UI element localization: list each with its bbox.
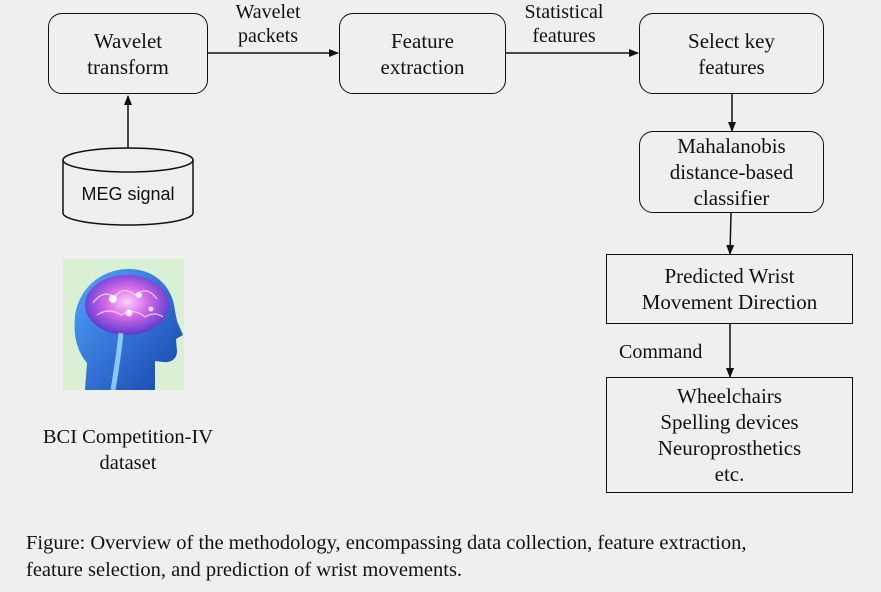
predicted-direction-node: Predicted Wrist Movement Direction [606, 254, 853, 324]
application-neuroprosthetics: Neuroprosthetics [657, 436, 802, 460]
applications-node: Wheelchairs Spelling devices Neuroprosth… [606, 377, 853, 493]
feature-extraction-line-1: Feature [391, 28, 454, 53]
dataset-label: BCI Competition-IV dataset [18, 424, 238, 476]
classifier-line-3: classifier [693, 186, 770, 210]
brain-head-image [63, 259, 184, 391]
statistical-features-line-2: features [532, 25, 596, 47]
command-label: Command [619, 341, 703, 363]
classifier-line-2: distance-based [669, 160, 794, 184]
select-key-features-line-1: Select key [688, 28, 775, 53]
classifier-line-1: Mahalanobis [677, 134, 786, 158]
predicted-line-2: Movement Direction [641, 290, 818, 314]
predicted-line-1: Predicted Wrist [664, 264, 795, 288]
application-etc: etc. [714, 462, 745, 486]
statistical-features-line-1: Statistical [524, 1, 604, 23]
figure-caption: Figure: Overview of the methodology, enc… [26, 530, 866, 584]
arrow-classifier-to-predicted [726, 212, 735, 255]
caption-line-2: feature selection, and prediction of wri… [26, 559, 463, 581]
feature-extraction-node: Feature extraction [339, 13, 506, 94]
wavelet-packets-line-2: packets [238, 25, 298, 47]
feature-extraction-line-2: extraction [380, 54, 465, 79]
caption-line-1: Figure: Overview of the methodology, enc… [26, 532, 747, 554]
wavelet-transform-node: Wavelet transform [48, 13, 208, 94]
meg-signal-label: MEG signal [81, 184, 175, 204]
application-wheelchairs: Wheelchairs [677, 384, 782, 408]
meg-signal-database-icon [62, 147, 194, 226]
dataset-label-line-2: dataset [99, 452, 157, 474]
wavelet-packets-line-1: Wavelet [235, 1, 301, 23]
select-key-features-line-2: features [698, 54, 765, 79]
select-key-features-node: Select key features [639, 13, 824, 94]
wavelet-packets-label: Wavelet packets [218, 0, 318, 48]
dataset-label-line-1: BCI Competition-IV [42, 426, 214, 448]
statistical-features-label: Statistical features [509, 0, 619, 48]
wavelet-transform-line-2: transform [87, 54, 169, 79]
mahalanobis-classifier-node: Mahalanobis distance-based classifier [639, 131, 824, 213]
application-spelling-devices: Spelling devices [660, 410, 799, 434]
wavelet-transform-line-1: Wavelet [93, 28, 163, 53]
